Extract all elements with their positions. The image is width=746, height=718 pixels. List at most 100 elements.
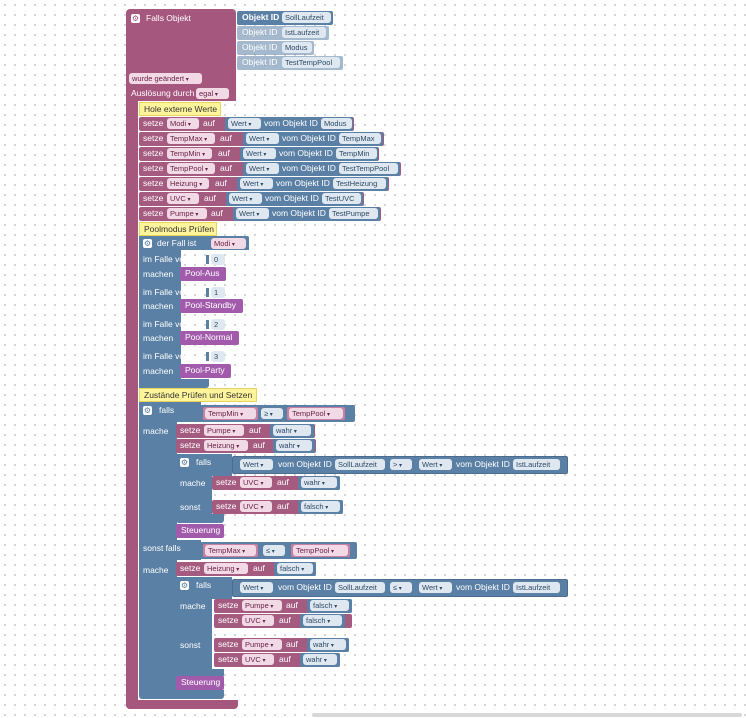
variable-dropdown[interactable]: TempPool (293, 545, 348, 556)
boolean-dropdown[interactable]: falsch (310, 600, 349, 611)
boolean-dropdown[interactable]: falsch (277, 563, 313, 574)
value-dropdown[interactable]: Wert (240, 582, 273, 593)
object-id-value[interactable]: IstLaufzeit (513, 582, 560, 593)
value-dropdown[interactable]: Wert (419, 582, 452, 593)
object-id-value[interactable]: TestTempPool (339, 163, 398, 174)
gear-icon[interactable]: ⚙ (180, 458, 189, 467)
number-value[interactable]: 2 (211, 319, 225, 330)
boolean-dropdown[interactable]: wahr (303, 654, 337, 665)
variable-dropdown[interactable]: Pumpe (167, 208, 207, 219)
value-dropdown[interactable]: Wert (228, 118, 261, 129)
variable-dropdown[interactable]: TempPool (289, 408, 343, 419)
procedure-call-block[interactable] (180, 331, 239, 345)
trigger-block[interactable] (126, 9, 236, 101)
variable-dropdown[interactable]: TempMin (167, 148, 212, 159)
gear-icon[interactable]: ⚙ (143, 406, 152, 415)
value-dropdown[interactable]: Wert (229, 193, 262, 204)
to-label: auf (279, 615, 291, 625)
variable-dropdown[interactable]: UVC (240, 477, 272, 488)
value-dropdown[interactable]: Wert (240, 178, 273, 189)
object-id-value[interactable]: SollLaufzeit (282, 12, 331, 23)
number-value[interactable]: 1 (211, 287, 225, 298)
gear-icon[interactable]: ⚙ (131, 14, 140, 23)
object-id-value[interactable]: SollLaufzeit (335, 459, 385, 470)
object-id-value[interactable]: Modus (321, 118, 352, 129)
procedure-name: Pool-Standby (185, 300, 237, 310)
procedure-call-block[interactable] (180, 299, 243, 313)
inner-if-bottom (176, 669, 224, 678)
boolean-dropdown[interactable]: wahr (310, 639, 346, 650)
variable-dropdown[interactable]: Modi (167, 118, 199, 129)
variable-dropdown[interactable]: UVC (242, 615, 274, 626)
procedure-name: Pool-Normal (185, 332, 233, 342)
do-label: machen (143, 333, 174, 343)
to-label: auf (204, 193, 216, 203)
variable-dropdown[interactable]: TempMax (167, 133, 215, 144)
procedure-call-block[interactable] (176, 676, 224, 690)
boolean-dropdown[interactable]: falsch (301, 501, 340, 512)
boolean-dropdown[interactable]: wahr (276, 440, 312, 451)
gear-icon[interactable]: ⚙ (143, 239, 152, 248)
procedure-call-block[interactable] (176, 524, 224, 538)
object-id-label: Objekt ID (242, 42, 278, 52)
procedure-call-block[interactable] (180, 364, 231, 378)
object-id-value[interactable]: TestUVC (322, 193, 361, 204)
value-dropdown[interactable]: Wert (419, 459, 452, 470)
number-value[interactable]: 3 (211, 351, 225, 362)
variable-dropdown[interactable]: Modi (211, 238, 246, 249)
variable-dropdown[interactable]: TempMin (205, 408, 256, 419)
variable-dropdown[interactable]: UVC (242, 654, 274, 665)
to-label: auf (277, 501, 289, 511)
do-label: mache (180, 478, 206, 488)
variable-dropdown[interactable]: Heizung (204, 440, 248, 451)
operator-dropdown[interactable]: ≤ (263, 545, 285, 556)
object-id-value[interactable]: IstLaufzeit (282, 27, 326, 38)
horizontal-scrollbar[interactable] (312, 713, 742, 717)
variable-dropdown[interactable]: UVC (167, 193, 199, 204)
comment-block[interactable]: Zustände Prüfen und Setzen (139, 388, 257, 402)
trigger-by-dropdown[interactable]: egal (196, 88, 229, 99)
set-label: setze (143, 208, 164, 218)
value-dropdown[interactable]: Wert (243, 148, 276, 159)
object-id-label: Objekt ID (242, 57, 278, 67)
comment-block[interactable]: Poolmodus Prüfen (139, 222, 217, 236)
variable-dropdown[interactable]: Pumpe (242, 639, 282, 650)
comment-block[interactable]: Hole externe Werte (139, 102, 221, 116)
variable-dropdown[interactable]: UVC (240, 501, 272, 512)
variable-dropdown[interactable]: Pumpe (204, 425, 244, 436)
object-id-value[interactable]: TestHeizung (333, 178, 386, 189)
inner-if-row (176, 454, 232, 476)
value-dropdown[interactable]: Wert (246, 133, 279, 144)
value-dropdown[interactable]: Wert (246, 163, 279, 174)
set-label: setze (180, 563, 201, 573)
object-id-value[interactable]: TestPumpe (329, 208, 378, 219)
changed-dropdown[interactable]: wurde geändert (129, 73, 202, 84)
object-id-value[interactable]: TempMin (336, 148, 377, 159)
operator-dropdown[interactable]: ≤ (390, 582, 412, 593)
procedure-call-block[interactable] (180, 267, 226, 281)
number-value[interactable]: 0 (211, 254, 225, 265)
object-id-value[interactable]: IstLaufzeit (513, 459, 560, 470)
operator-dropdown[interactable]: > (390, 459, 412, 470)
value-dropdown[interactable]: Wert (236, 208, 269, 219)
if-label: falls (196, 580, 212, 590)
object-id-value[interactable]: TempMax (339, 133, 381, 144)
do-label: machen (143, 366, 174, 376)
variable-dropdown[interactable]: Heizung (204, 563, 248, 574)
object-id-value[interactable]: SollLaufzeit (335, 582, 385, 593)
boolean-dropdown[interactable]: falsch (303, 615, 342, 626)
object-id-value[interactable]: Modus (282, 42, 312, 53)
object-id-value[interactable]: TestTempPool (282, 57, 340, 68)
variable-dropdown[interactable]: Heizung (167, 178, 209, 189)
variable-dropdown[interactable]: TempPool (167, 163, 215, 174)
variable-dropdown[interactable]: Pumpe (242, 600, 282, 611)
boolean-dropdown[interactable]: wahr (301, 477, 337, 488)
gear-icon[interactable]: ⚙ (180, 581, 189, 590)
boolean-dropdown[interactable]: wahr (273, 425, 311, 436)
operator-dropdown[interactable]: ≥ (261, 408, 283, 419)
variable-dropdown[interactable]: TempMax (205, 545, 256, 556)
switch-spine (139, 236, 181, 388)
case-label: im Falle von (143, 254, 189, 264)
value-dropdown[interactable]: Wert (240, 459, 273, 470)
